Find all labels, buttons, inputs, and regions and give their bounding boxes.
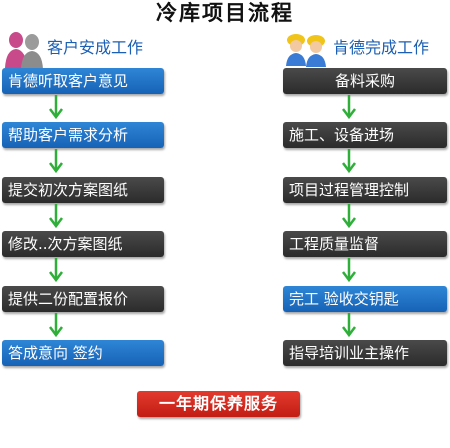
left-step-6: 答成意向 签约 [2,340,164,366]
left-step-3: 提交初次方案图纸 [2,177,164,203]
right-step-5: 完工 验收交钥匙 [283,286,447,312]
right-arrow-1 [342,95,356,120]
bottom-service-box: 一年期保养服务 [137,391,300,417]
page-title: 冷库项目流程 [156,1,294,25]
right-step-6: 指导培训业主操作 [283,340,447,366]
right-arrow-3 [342,204,356,229]
right-arrow-2 [342,149,356,174]
right-step-2: 施工、设备进场 [283,122,447,148]
left-arrow-5 [49,313,63,338]
left-step-2: 帮助客户需求分析 [2,122,164,148]
left-arrow-3 [49,204,63,229]
left-step-4: 修改..次方案图纸 [2,231,164,257]
worker-helmet-icon [286,34,326,67]
customer-people-icon [5,32,43,69]
right-arrow-4 [342,258,356,283]
left-arrow-2 [49,149,63,174]
left-step-5: 提供二份配置报价 [2,286,164,312]
left-arrow-1 [49,95,63,120]
right-column-header: 肯德完成工作 [333,38,430,57]
left-arrow-4 [49,258,63,283]
left-column-header: 客户安成工作 [47,38,144,57]
right-step-1: 备料采购 [283,68,447,94]
right-step-4: 工程质量监督 [283,231,447,257]
right-arrow-5 [342,313,356,338]
right-step-3: 项目过程管理控制 [283,177,447,203]
left-step-1: 肯德听取客户意见 [2,68,164,94]
